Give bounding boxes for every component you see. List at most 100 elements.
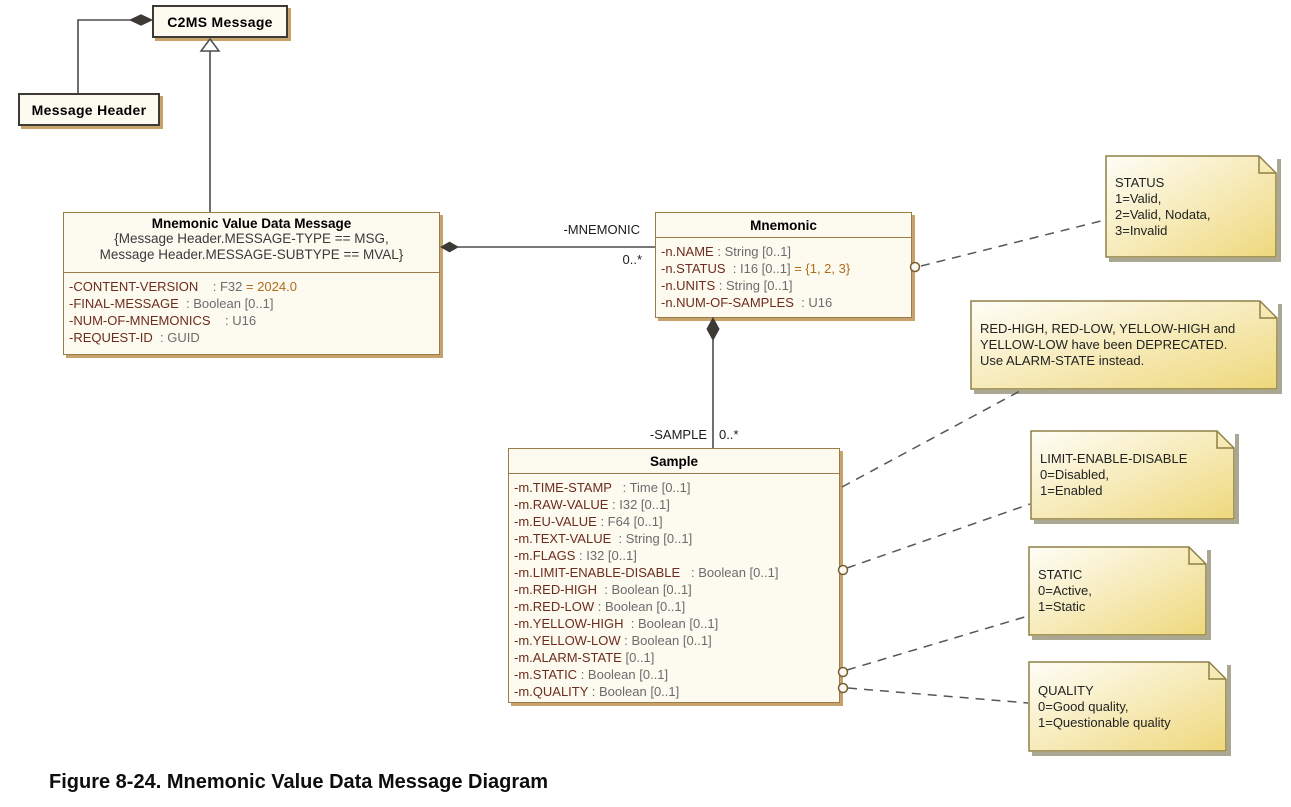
attribute-list: -m.TIME-STAMP : Time [0..1]-m.RAW-VALUE …: [509, 474, 839, 700]
composition-message-header-c2ms: [77, 14, 154, 93]
attribute-list: -CONTENT-VERSION : F32 = 2024.0-FINAL-ME…: [64, 273, 439, 346]
note-shape-icon: [1030, 430, 1235, 520]
note-status: STATUS 1=Valid, 2=Valid, Nodata, 3=Inval…: [1105, 155, 1277, 258]
attribute-type: : I16 [0..1]: [725, 261, 795, 276]
attribute-type: : Boolean [0..1]: [620, 633, 712, 648]
class-mnemonic-value-data-message: Mnemonic Value Data Message {Message Hea…: [63, 212, 440, 355]
note-link-deprecated: [841, 390, 1021, 488]
attribute-row: -n.UNITS : String [0..1]: [661, 277, 911, 294]
note-deprecated: RED-HIGH, RED-LOW, YELLOW-HIGH and YELLO…: [970, 300, 1278, 390]
attribute-type: : String [0..1]: [713, 244, 792, 259]
class-title: Mnemonic: [750, 217, 817, 233]
attribute-name: -m.FLAGS: [514, 548, 576, 563]
attribute-row: -m.QUALITY : Boolean [0..1]: [514, 683, 839, 700]
attribute-name: -m.YELLOW-HIGH: [514, 616, 624, 631]
note-link-limit: [837, 503, 1031, 576]
association-role-sample: -SAMPLE: [649, 427, 707, 442]
attribute-name: -n.NUM-OF-SAMPLES: [661, 295, 794, 310]
note-shape-icon: [1028, 661, 1227, 752]
note-text: STATIC 0=Active, 1=Static: [1038, 567, 1092, 614]
attribute-row: -NUM-OF-MNEMONICS : U16: [69, 312, 439, 329]
note-shape-icon: [1028, 546, 1207, 636]
association-multiplicity-mnemonic: 0..*: [622, 252, 642, 267]
association-mvdm-mnemonic: [439, 241, 655, 253]
attribute-row: -REQUEST-ID : GUID: [69, 329, 439, 346]
note-text: QUALITY 0=Good quality, 1=Questionable q…: [1038, 682, 1171, 730]
attribute-type: : I32 [0..1]: [575, 548, 637, 563]
attribute-name: -m.LIMIT-ENABLE-DISABLE: [514, 565, 681, 580]
attribute-row: -m.TEXT-VALUE : String [0..1]: [514, 530, 839, 547]
composition-diamond-icon: [128, 14, 154, 26]
attribute-name: -m.TIME-STAMP: [514, 480, 612, 495]
attribute-row: -m.EU-VALUE : F64 [0..1]: [514, 513, 839, 530]
attribute-row: -n.NAME : String [0..1]: [661, 243, 911, 260]
object-c2ms-message: C2MS Message: [152, 5, 288, 38]
aggregation-diamond-icon: [439, 241, 460, 253]
figure-caption: Figure 8-24. Mnemonic Value Data Message…: [49, 771, 549, 793]
object-label: Message Header: [31, 101, 147, 118]
attribute-row: -m.LIMIT-ENABLE-DISABLE : Boolean [0..1]: [514, 564, 839, 581]
class-constraint-line: Message Header.MESSAGE-SUBTYPE == MVAL}: [99, 247, 404, 262]
generalization-mvdm-c2ms: [199, 37, 221, 212]
association-role-mnemonic: -MNEMONIC: [563, 222, 640, 237]
attribute-type: : GUID: [152, 330, 200, 345]
attribute-row: -m.YELLOW-HIGH : Boolean [0..1]: [514, 615, 839, 632]
attribute-type: : String [0..1]: [611, 531, 693, 546]
aggregation-diamond-icon: [706, 316, 720, 342]
attribute-value: = 2024.0: [245, 279, 297, 294]
attribute-name: -CONTENT-VERSION: [69, 279, 199, 294]
attribute-name: -m.TEXT-VALUE: [514, 531, 612, 546]
attribute-type: [0..1]: [621, 650, 655, 665]
attribute-name: -n.NAME: [661, 244, 714, 259]
attribute-name: -m.RED-LOW: [514, 599, 595, 614]
attribute-name: -m.YELLOW-LOW: [514, 633, 621, 648]
attribute-name: -REQUEST-ID: [69, 330, 153, 345]
attribute-row: -n.NUM-OF-SAMPLES : U16: [661, 294, 911, 311]
attribute-row: -m.RED-HIGH : Boolean [0..1]: [514, 581, 839, 598]
object-message-header: Message Header: [18, 93, 160, 126]
attribute-row: -FINAL-MESSAGE : Boolean [0..1]: [69, 295, 439, 312]
class-title: Mnemonic Value Data Message: [151, 216, 352, 231]
attribute-row: -n.STATUS : I16 [0..1] = {1, 2, 3}: [661, 260, 911, 277]
attribute-name: -NUM-OF-MNEMONICS: [69, 313, 211, 328]
attribute-name: -FINAL-MESSAGE: [69, 296, 179, 311]
attribute-type: : F64 [0..1]: [596, 514, 663, 529]
attribute-name: -n.UNITS: [661, 278, 716, 293]
attribute-name: -m.ALARM-STATE: [514, 650, 622, 665]
attribute-type: : Boolean [0..1]: [178, 296, 274, 311]
attribute-row: -m.RAW-VALUE : I32 [0..1]: [514, 496, 839, 513]
note-text: LIMIT-ENABLE-DISABLE 0=Disabled, 1=Enabl…: [1040, 451, 1188, 498]
class-title: Sample: [649, 453, 699, 469]
association-mnemonic-sample: [706, 316, 720, 448]
note-text: RED-HIGH, RED-LOW, YELLOW-HIGH and YELLO…: [980, 321, 1236, 368]
attribute-name: -m.RED-HIGH: [514, 582, 598, 597]
attribute-value: = {1, 2, 3}: [794, 261, 851, 276]
association-multiplicity-sample: 0..*: [719, 427, 739, 442]
attribute-type: : Boolean [0..1]: [594, 599, 686, 614]
note-link-status: [909, 219, 1106, 273]
attribute-type: : F32: [198, 279, 246, 294]
note-shape-icon: [1105, 155, 1277, 258]
class-constraint-line: {Message Header.MESSAGE-TYPE == MSG,: [114, 231, 389, 246]
note-link-static: [837, 615, 1029, 678]
class-mnemonic: Mnemonic -n.NAME : String [0..1]-n.STATU…: [655, 212, 912, 318]
attribute-row: -m.YELLOW-LOW : Boolean [0..1]: [514, 632, 839, 649]
note-text: STATUS 1=Valid, 2=Valid, Nodata, 3=Inval…: [1115, 174, 1211, 238]
attribute-row: -m.FLAGS : I32 [0..1]: [514, 547, 839, 564]
note-shape-icon: [970, 300, 1278, 390]
attribute-name: -n.STATUS: [661, 261, 726, 276]
attribute-row: -m.ALARM-STATE [0..1]: [514, 649, 839, 666]
attribute-type: : U16: [793, 295, 833, 310]
attribute-row: -m.TIME-STAMP : Time [0..1]: [514, 479, 839, 496]
attribute-type: : Boolean [0..1]: [588, 684, 680, 699]
attribute-row: -CONTENT-VERSION : F32 = 2024.0: [69, 278, 439, 295]
object-label: C2MS Message: [167, 13, 273, 30]
attribute-type: : U16: [210, 313, 257, 328]
attribute-row: -m.STATIC : Boolean [0..1]: [514, 666, 839, 683]
attribute-type: : Boolean [0..1]: [597, 582, 692, 597]
attribute-name: -m.STATIC: [514, 667, 578, 682]
attribute-list: -n.NAME : String [0..1]-n.STATUS : I16 […: [656, 238, 911, 311]
note-static: STATIC 0=Active, 1=Static: [1028, 546, 1207, 636]
note-link-quality: [837, 682, 1029, 704]
